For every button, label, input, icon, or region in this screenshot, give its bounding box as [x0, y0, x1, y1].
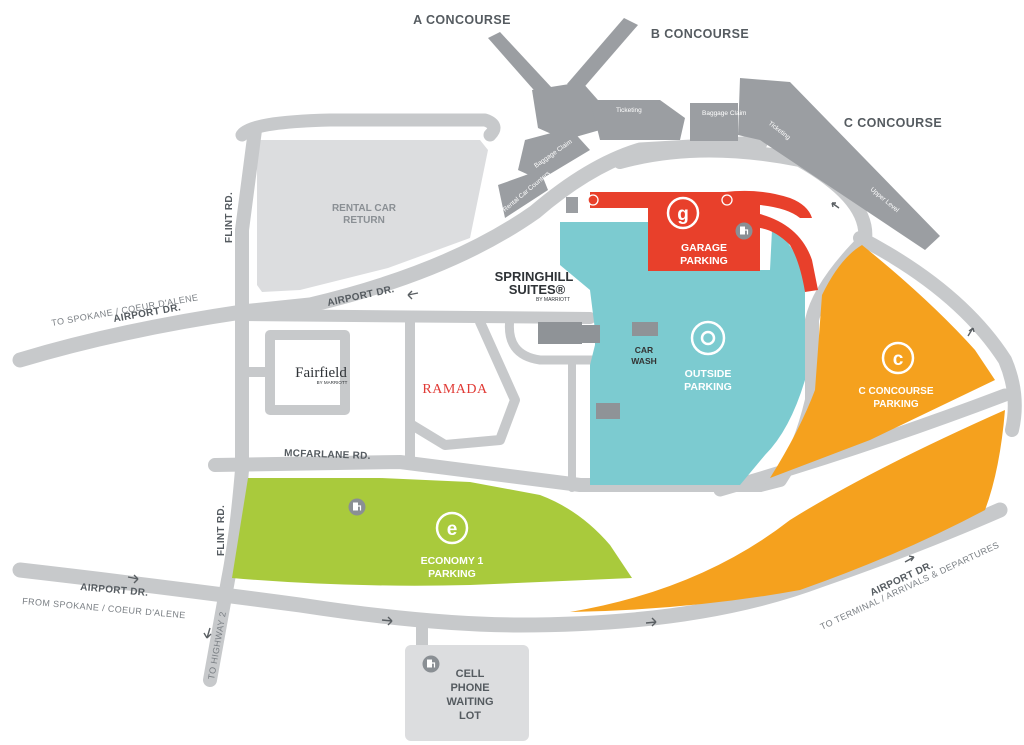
fairfield-loop	[265, 330, 350, 415]
garage-symbol-letter: g	[677, 204, 689, 225]
flint-rd-label-upper: FLINT RD.	[224, 192, 235, 243]
terminal-hub[interactable]	[532, 82, 605, 140]
ev-charging-icon	[735, 222, 753, 240]
flint-rd-label-lower: FLINT RD.	[216, 505, 227, 556]
economy-symbol-letter: e	[447, 519, 458, 540]
economy-parking-label-1: ECONOMY 1	[421, 555, 484, 567]
baggage-building-west[interactable]	[518, 128, 590, 180]
garage-parking-label-1: GARAGE	[681, 242, 727, 254]
baggage-claim-label-east: Baggage Claim	[702, 110, 746, 117]
car-wash-label-1: CAR	[635, 345, 653, 355]
outside-parking-label-1: OUTSIDE	[685, 368, 732, 380]
from-spokane-label: FROM SPOKANE / COEUR D'ALENE	[22, 596, 186, 620]
economy-parking-symbol	[435, 511, 469, 545]
outside-parking-booth	[596, 403, 620, 419]
outer-loop-road	[853, 231, 1022, 437]
fairfield-logo-sub: BY MARRIOTT	[317, 380, 348, 385]
ev-charging-icon	[348, 498, 366, 516]
fairfield-logo: Fairfield	[295, 365, 347, 381]
ticketing-building[interactable]	[590, 100, 685, 140]
rental-car-return-lot[interactable]	[257, 140, 488, 292]
rental-counter-building[interactable]	[498, 170, 548, 218]
outside-parking-label-2: PARKING	[684, 381, 732, 393]
car-wash-label-2: WASH	[631, 356, 657, 366]
arrow-icon	[203, 627, 212, 639]
springhill-annex	[580, 325, 600, 343]
c-concourse-parking-label-2: PARKING	[873, 399, 919, 410]
rental-loop-road	[235, 113, 501, 142]
ev-charging-icon	[422, 655, 440, 673]
garage-anchor-right	[721, 194, 733, 206]
c-concourse-label: C CONCOURSE	[844, 116, 942, 130]
b-concourse-label: B CONCOURSE	[651, 27, 749, 41]
garage-parking-symbol	[666, 196, 700, 230]
carwash-loop	[504, 313, 600, 365]
rental-car-return-label-1: RENTAL CAR	[332, 203, 397, 214]
long-orange-parking-lot[interactable]	[570, 410, 1005, 612]
cell-lot-label-3: WAITING	[446, 696, 493, 708]
economy-parking-label-2: PARKING	[428, 568, 476, 580]
mcfarlane-rd-label: MCFARLANE RD.	[284, 448, 371, 462]
a-concourse-building[interactable]	[488, 32, 552, 97]
middle-road	[236, 309, 596, 324]
terminal-buildings	[488, 18, 940, 250]
car-wash-building[interactable]	[632, 322, 658, 336]
arrow-icon	[381, 616, 393, 626]
outside-parking-lot[interactable]	[560, 222, 805, 485]
ramada-logo: RAMADA	[422, 382, 488, 397]
garage-parking-strip-label: GARAGE PARKING	[612, 181, 709, 193]
ramada-loop-east	[407, 317, 520, 450]
ticketing-label-west: Ticketing	[616, 107, 642, 114]
c-concourse-building[interactable]	[738, 78, 940, 250]
cell-lot-label-4: LOT	[459, 710, 481, 722]
garage-anchor-left	[587, 194, 599, 206]
direction-arrows	[127, 202, 975, 639]
baggage-building-east[interactable]	[690, 103, 738, 141]
arrow-icon	[645, 617, 657, 627]
rental-car-return-label-2: RETURN	[343, 215, 385, 226]
springhill-logo-line-1: SPRINGHILL	[495, 269, 574, 284]
arrow-icon	[831, 202, 840, 209]
arrow-icon	[407, 290, 419, 300]
c-concourse-parking-label-1: C CONCOURSE	[858, 386, 933, 397]
outside-parking-symbol	[690, 320, 726, 356]
arrow-icon	[904, 555, 915, 563]
c-concourse-parking-symbol	[881, 341, 915, 375]
garage-stair-block	[566, 197, 578, 213]
cell-lot-label-2: PHONE	[450, 682, 489, 694]
springhill-suites-building[interactable]	[538, 322, 582, 344]
cell-lot-label-1: CELL	[456, 668, 485, 680]
garage-parking-label-2: PARKING	[680, 255, 728, 267]
arrow-icon	[967, 327, 975, 337]
b-concourse-building[interactable]	[567, 18, 638, 92]
airport-dr-upper	[12, 135, 768, 368]
a-concourse-label: A CONCOURSE	[413, 13, 511, 27]
economy-1-parking-lot[interactable]	[232, 478, 632, 586]
garage-parking-strip[interactable]	[590, 190, 812, 218]
parking-access-road	[713, 388, 1012, 497]
springhill-logo-sub: BY MARRIOTT	[536, 297, 570, 303]
c-concourse-stub[interactable]	[755, 95, 790, 130]
arrow-icon	[127, 574, 139, 584]
c-symbol-letter: c	[893, 349, 904, 370]
garage-ramp[interactable]	[760, 214, 818, 292]
springhill-logo-line-2: SUITES®	[509, 282, 566, 297]
